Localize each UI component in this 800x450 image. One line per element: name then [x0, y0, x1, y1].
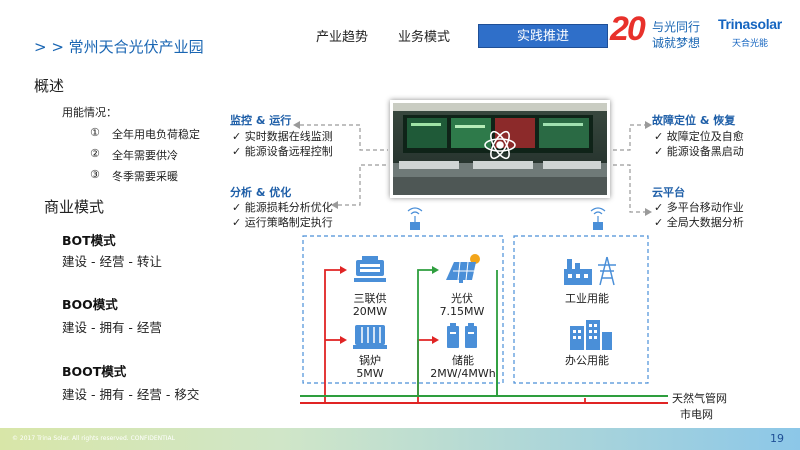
- usage-item-2-num: ②: [90, 147, 100, 160]
- anniversary-slogan-line2: 诚就梦想: [652, 36, 701, 50]
- usage-item-1: 全年用电负荷稳定: [112, 128, 200, 141]
- trigeneration-icon: [354, 256, 386, 282]
- control-room-photo: [390, 100, 610, 198]
- trinasolar-logo-sub: 天合光能: [732, 39, 769, 49]
- atom-icon: [484, 130, 516, 160]
- feature-analysis-title: 分析 & 优化: [230, 186, 292, 199]
- anniversary-slogan-line1: 与光同行: [652, 20, 701, 34]
- supply-box: [302, 235, 504, 384]
- connector-fault: [613, 124, 645, 151]
- gas-connections: [417, 269, 498, 395]
- boiler-capacity: 5MW: [356, 367, 384, 380]
- usage-item-3: 冬季需要采暖: [112, 170, 178, 183]
- storage-name: 储能: [452, 354, 474, 367]
- tab-business-model[interactable]: 业务模式: [398, 30, 451, 45]
- model-bot-title: BOT模式: [62, 233, 116, 248]
- connector-cloud: [613, 164, 645, 213]
- office-building-icon: [570, 320, 612, 350]
- page-number: 19: [770, 432, 784, 445]
- feature-monitor-item-2: ✓ 能源设备远程控制: [232, 145, 333, 158]
- tab-practice-active[interactable]: 实践推进: [478, 24, 608, 48]
- model-boot-title: BOOT模式: [62, 364, 127, 379]
- feature-cloud-title: 云平台: [652, 186, 685, 199]
- model-boot-desc: 建设 - 拥有 - 经营 - 移交: [62, 387, 200, 402]
- industrial-label: 工业用能: [565, 292, 609, 305]
- copyright-text: © 2017 Trina Solar. All rights reserved.…: [12, 435, 175, 442]
- usage-label: 用能情况：: [62, 106, 117, 119]
- feature-analysis-item-1: ✓ 能源损耗分析优化: [232, 201, 333, 214]
- wireless-icon-right: [590, 207, 606, 230]
- industrial-plant-icon: [564, 256, 616, 286]
- feature-fault-item-1: ✓ 故障定位及自愈: [654, 130, 744, 143]
- feature-analysis-item-2: ✓ 运行策略制定执行: [232, 216, 333, 229]
- feature-cloud-item-2: ✓ 全局大数据分析: [654, 216, 744, 229]
- business-model-title: 商业模式: [44, 198, 105, 216]
- feature-monitor-title: 监控 & 运行: [230, 114, 292, 127]
- demand-box: [513, 235, 649, 384]
- pv-name: 光伏: [451, 292, 473, 305]
- usage-item-3-num: ③: [90, 168, 100, 181]
- power-grid-label: 市电网: [680, 408, 713, 421]
- trinasolar-logo: Trinasolar 天合光能: [712, 16, 792, 52]
- wireless-icon-left: [407, 207, 423, 230]
- connector-analysis: [338, 164, 388, 206]
- usage-item-1-num: ①: [90, 126, 100, 139]
- trigen-capacity: 20MW: [352, 305, 388, 318]
- solar-panel-icon: [446, 254, 480, 283]
- anniversary-logo-digits: 20: [610, 10, 646, 48]
- feature-monitor-item-1: ✓ 实时数据在线监测: [232, 130, 333, 143]
- anniversary-logo: 20 与光同行 诚就梦想: [610, 10, 710, 54]
- model-boo-title: BOO模式: [62, 297, 118, 312]
- tab-industry-trend[interactable]: 产业趋势: [316, 30, 369, 45]
- overview-title: 概述: [34, 77, 65, 95]
- trigen-name: 三联供: [353, 292, 387, 305]
- gas-pipeline-label: 天然气管网: [672, 392, 727, 405]
- breadcrumb[interactable]: > > 常州天合光伏产业园: [34, 38, 204, 56]
- feature-fault-item-2: ✓ 能源设备黑启动: [654, 145, 744, 158]
- storage-capacity: 2MW/4MWh: [430, 367, 496, 380]
- feature-cloud-item-1: ✓ 多平台移动作业: [654, 201, 744, 214]
- footer-bar: [0, 428, 800, 450]
- boiler-icon: [353, 325, 387, 349]
- boiler-name: 锅炉: [359, 354, 381, 367]
- connector-monitor: [300, 124, 388, 151]
- office-label: 办公用能: [565, 354, 609, 367]
- usage-item-2: 全年需要供冷: [112, 149, 178, 162]
- feature-fault-title: 故障定位 & 恢复: [652, 114, 736, 127]
- trinasolar-logo-name: Trinasolar: [718, 16, 782, 32]
- model-boo-desc: 建设 - 拥有 - 经营: [62, 320, 162, 335]
- battery-storage-icon: [447, 323, 477, 348]
- pv-capacity: 7.15MW: [439, 305, 485, 318]
- model-bot-desc: 建设 - 经营 - 转让: [62, 254, 162, 269]
